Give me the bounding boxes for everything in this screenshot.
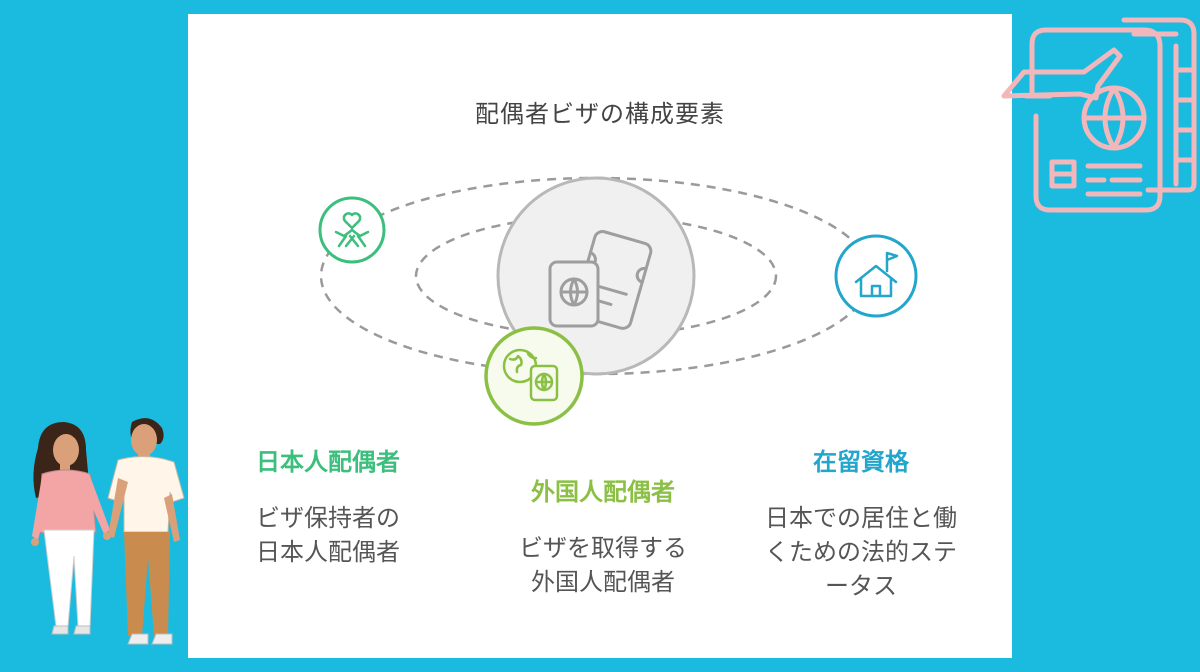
residence-status-heading: 在留資格 xyxy=(813,448,909,476)
passport-ticket-icon xyxy=(548,230,653,330)
residence-status-description: 日本での居住と働 くための法的ステ ータス xyxy=(736,501,986,603)
desc-line: くための法的ステ xyxy=(765,538,957,566)
desc-line: 外国人配偶者 xyxy=(531,568,675,596)
japanese-spouse-heading: 日本人配偶者 xyxy=(256,448,400,476)
house-flag-icon xyxy=(854,251,899,298)
column-foreign-spouse: 外国人配偶者 ビザを取得する 外国人配偶者 xyxy=(483,472,723,599)
desc-line: 日本での居住と働 xyxy=(765,504,957,532)
diagram-card: 配偶者ビザの構成要素 日本人配偶者 ビザ保持者の 日本人配偶者 外国人配偶者 ビ… xyxy=(188,14,1012,658)
desc-line: ビザを取得する xyxy=(519,534,687,562)
column-japanese-spouse: 日本人配偶者 ビザ保持者の 日本人配偶者 xyxy=(228,442,428,569)
walking-couple-illustration xyxy=(31,418,185,645)
diagram-title: 配偶者ビザの構成要素 xyxy=(475,100,725,128)
woman-figure xyxy=(31,422,111,635)
desc-line: ビザ保持者の xyxy=(256,504,400,532)
desc-line: ータス xyxy=(825,572,897,600)
heart-handshake-icon xyxy=(334,212,370,248)
center-node xyxy=(496,176,696,376)
column-residence-status: 在留資格 日本での居住と働 くための法的ステ ータス xyxy=(736,442,986,603)
node-japanese-spouse xyxy=(318,196,386,264)
globe-passport-icon xyxy=(502,348,559,402)
foreign-spouse-heading: 外国人配偶者 xyxy=(531,478,675,506)
foreign-spouse-description: ビザを取得する 外国人配偶者 xyxy=(483,531,723,599)
passport-document-icon xyxy=(1001,17,1197,213)
japanese-spouse-description: ビザ保持者の 日本人配偶者 xyxy=(228,501,428,569)
desc-line: 日本人配偶者 xyxy=(256,538,400,566)
node-residence-status xyxy=(834,234,918,318)
orbit-diagram xyxy=(318,176,918,426)
man-figure xyxy=(107,418,185,645)
node-foreign-spouse xyxy=(484,326,584,426)
